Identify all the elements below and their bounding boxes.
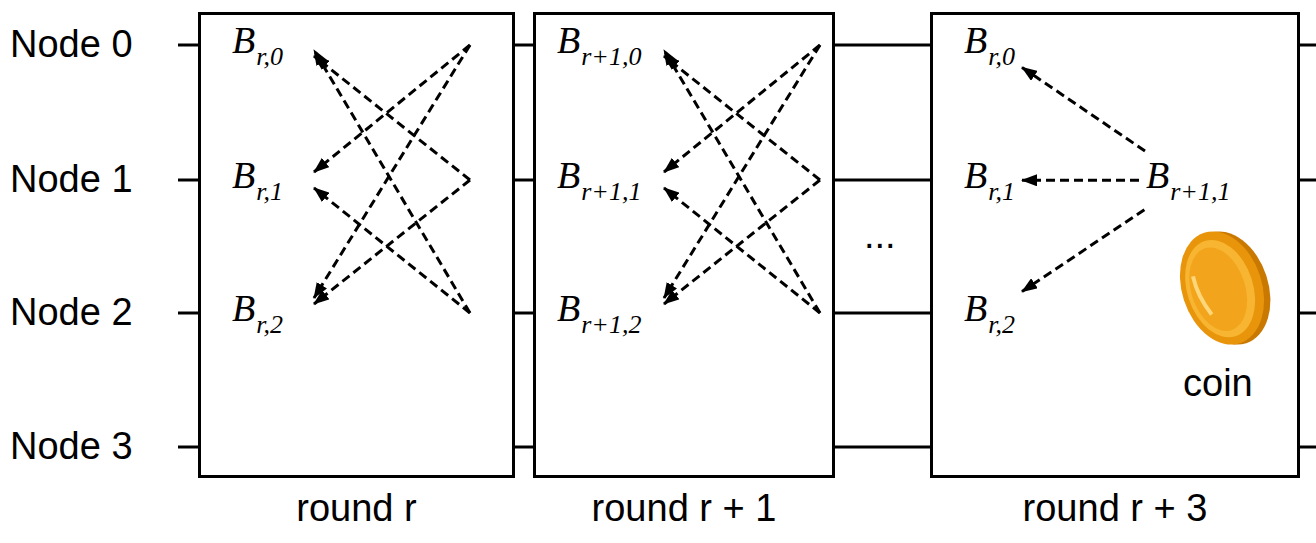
broadcast-arrows xyxy=(314,45,820,313)
node-label: Node 2 xyxy=(10,292,133,334)
node-label: Node 0 xyxy=(10,24,133,66)
block-letter: B xyxy=(232,287,255,329)
block-letter: B xyxy=(557,154,580,196)
block-letter: B xyxy=(557,19,580,61)
block-subscript: r+1,1 xyxy=(581,179,641,205)
block-subscript: r+1,0 xyxy=(581,44,641,70)
block-symbol: Br,2 xyxy=(228,287,287,340)
block-symbol: Br,2 xyxy=(960,287,1019,340)
block-symbol: Br,0 xyxy=(228,19,287,72)
node-label: Node 1 xyxy=(10,159,133,201)
node-timeline xyxy=(178,45,1316,447)
round-box: round rBr,0Br,1Br,2 xyxy=(198,12,515,478)
block-letter: B xyxy=(1146,154,1169,196)
round-label: round r + 3 xyxy=(1023,487,1208,530)
ellipsis-label: ... xyxy=(864,215,896,257)
block-symbol: Br+1,1 xyxy=(553,154,645,207)
block-symbol: Br,1 xyxy=(228,154,287,207)
round-label: round r + 1 xyxy=(592,487,777,530)
block-letter: B xyxy=(232,154,255,196)
block-letter: B xyxy=(964,19,987,61)
coin-icon xyxy=(1166,219,1284,358)
block-subscript: r+1,2 xyxy=(581,312,641,338)
block-subscript: r,0 xyxy=(988,44,1015,70)
round-box: round r + 1Br+1,0Br+1,1Br+1,2 xyxy=(533,12,835,478)
round-label: round r xyxy=(296,487,416,530)
block-subscript: r,1 xyxy=(988,179,1015,205)
block-subscript: r,2 xyxy=(988,312,1015,338)
block-letter: B xyxy=(964,287,987,329)
block-symbol: Br+1,2 xyxy=(553,287,645,340)
round-box: round r + 3Br,0Br,1Br,2Br+1,1 xyxy=(930,12,1300,478)
block-subscript: r,0 xyxy=(256,44,283,70)
block-subscript: r,2 xyxy=(256,312,283,338)
block-letter: B xyxy=(964,154,987,196)
block-symbol: Br+1,1 xyxy=(1142,154,1234,207)
block-symbol: Br+1,0 xyxy=(553,19,645,72)
block-subscript: r,1 xyxy=(256,179,283,205)
dashed-arrow xyxy=(1022,179,1139,182)
block-letter: B xyxy=(232,19,255,61)
block-symbol: Br,1 xyxy=(960,154,1019,207)
dashed-arrow xyxy=(1022,210,1144,292)
node-label: Node 3 xyxy=(10,426,133,468)
block-symbol: Br,0 xyxy=(960,19,1019,72)
block-subscript: r+1,1 xyxy=(1170,179,1230,205)
coin-label: coin xyxy=(1183,363,1253,405)
block-letter: B xyxy=(557,287,580,329)
dashed-arrow xyxy=(1022,67,1145,151)
